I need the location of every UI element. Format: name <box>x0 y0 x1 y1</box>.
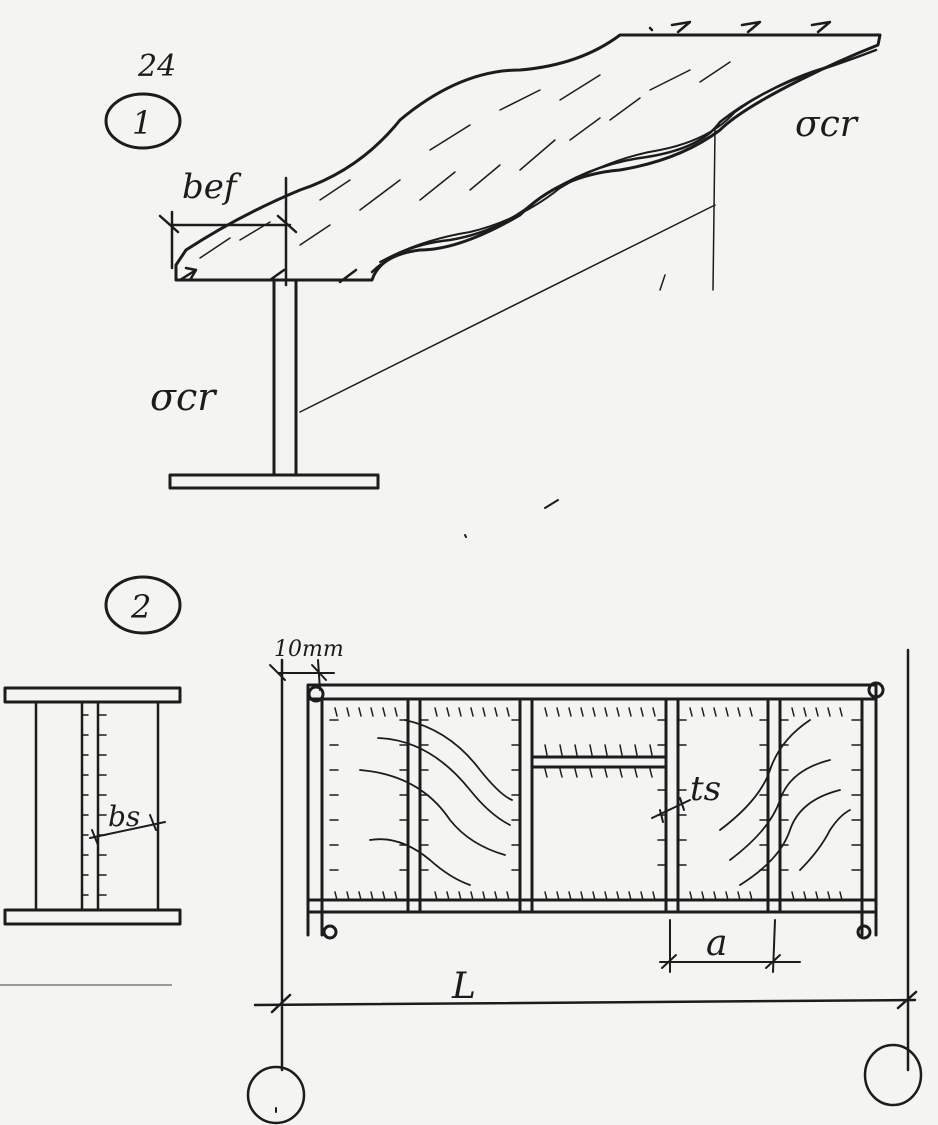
end-support-bottom-left <box>322 924 338 940</box>
bs-dimension-line <box>89 814 166 846</box>
page-number: 24 <box>137 49 176 84</box>
gap-label: 10mm <box>274 637 344 662</box>
bottom-flange-elevation <box>306 898 878 914</box>
spacing-label: a <box>706 923 727 964</box>
ts-label: ts <box>690 769 721 809</box>
figure-2-number-circle <box>104 575 182 635</box>
longitudinal-stiffener <box>530 755 668 769</box>
flange-arrows <box>178 266 358 284</box>
stress-label-left: σcr <box>150 375 218 419</box>
end-support-top-right <box>867 681 885 699</box>
section-web <box>34 700 160 912</box>
cross-section: bs <box>3 686 182 926</box>
vertical-guide <box>659 129 716 291</box>
length-label: L <box>451 966 476 1007</box>
top-flange-section <box>3 686 182 704</box>
end-support-top-left <box>307 685 325 703</box>
bef-label: bef <box>182 167 242 207</box>
figure-1-number: 1 <box>132 104 152 142</box>
support-right <box>863 1043 923 1107</box>
end-support-bottom-right <box>856 924 872 940</box>
ts-dimension-line <box>651 797 691 823</box>
tension-field-curves <box>359 719 851 886</box>
top-flange <box>306 683 878 701</box>
web-plate <box>272 278 298 477</box>
figure-1: 24 1 bef <box>104 20 882 490</box>
figure-2: 2 bs <box>0 575 923 1125</box>
figure-1-number-circle <box>104 92 182 150</box>
gap-dimension-line <box>269 659 335 691</box>
spacing-dimension-line <box>659 919 801 973</box>
compression-marks <box>648 20 832 34</box>
leader-line <box>299 204 716 413</box>
flange-edge-inner <box>379 65 831 263</box>
end-posts <box>306 697 878 937</box>
figure-2-number: 2 <box>130 588 151 626</box>
section-welds <box>81 714 107 896</box>
flange-hatching <box>199 61 731 259</box>
buckled-flange-plate <box>174 33 882 282</box>
girder-elevation: ts 10mm a L <box>246 637 923 1125</box>
flange-edge-lower <box>370 48 878 274</box>
support-left <box>246 1065 306 1125</box>
transverse-stiffeners <box>406 697 782 914</box>
weld-hatching <box>329 707 861 901</box>
bottom-flange-section <box>3 908 182 926</box>
stray-marks <box>464 499 559 538</box>
bef-dimension-line <box>158 176 298 287</box>
bottom-flange <box>168 473 380 490</box>
bs-label: bs <box>108 800 140 833</box>
stress-label-right: σcr <box>795 104 859 145</box>
